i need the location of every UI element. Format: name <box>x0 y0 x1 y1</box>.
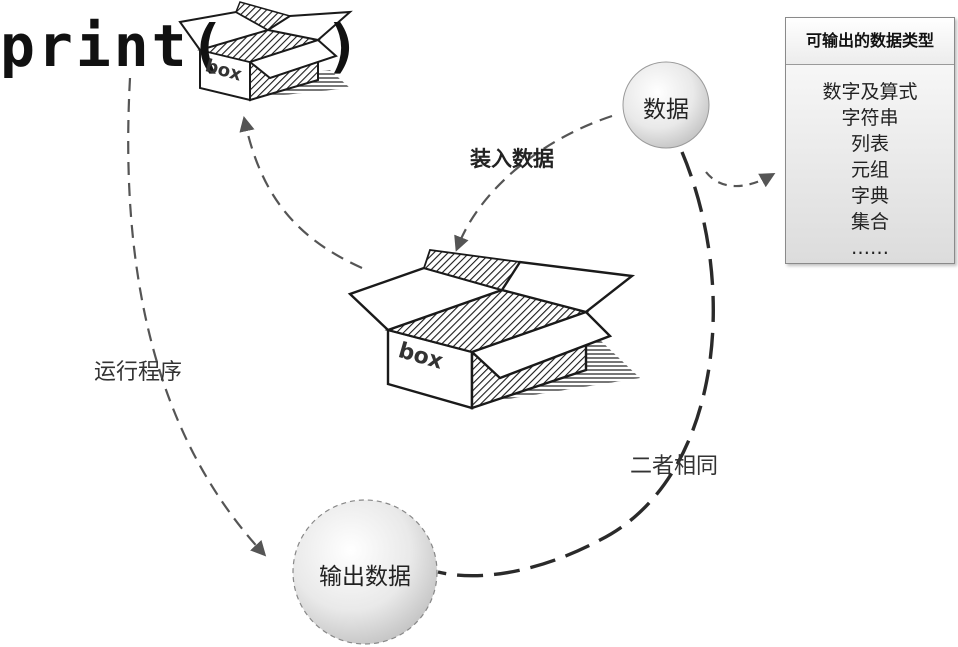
output-node-circle <box>292 499 438 645</box>
same-connector <box>437 151 715 578</box>
data-types-list: 数字及算式字符串列表元组字典集合 …… <box>786 65 954 261</box>
data-types-title: 可输出的数据类型 <box>786 18 954 65</box>
data-type-item: …… <box>851 237 889 259</box>
data-type-item: 字典 <box>850 185 889 207</box>
print-call-code: print( <box>0 12 228 80</box>
data-types-panel: 可输出的数据类型 数字及算式字符串列表元组字典集合 …… <box>785 17 955 264</box>
data-type-item: 数字及算式 <box>822 81 918 103</box>
box-to-print-arrow <box>239 115 363 270</box>
data-type-item: 集合 <box>850 211 889 233</box>
load-data-label: 装入数据 <box>470 147 554 171</box>
data-to-types-arrow <box>705 171 776 188</box>
data-type-item: 元组 <box>850 159 889 181</box>
large-box-icon <box>347 249 640 410</box>
run-program-arrow <box>127 77 267 557</box>
data-type-item: 列表 <box>850 133 889 155</box>
small-box-icon <box>178 1 353 102</box>
data-node-circle <box>622 61 710 149</box>
data-type-item: 字符串 <box>841 107 899 129</box>
data-node-label: 数据 <box>643 97 689 123</box>
print-close-paren: ) <box>325 12 360 80</box>
output-node-label: 输出数据 <box>319 564 411 590</box>
load-data-arrow <box>454 114 613 252</box>
run-program-label: 运行程序 <box>94 360 183 385</box>
same-label: 二者相同 <box>630 454 719 479</box>
